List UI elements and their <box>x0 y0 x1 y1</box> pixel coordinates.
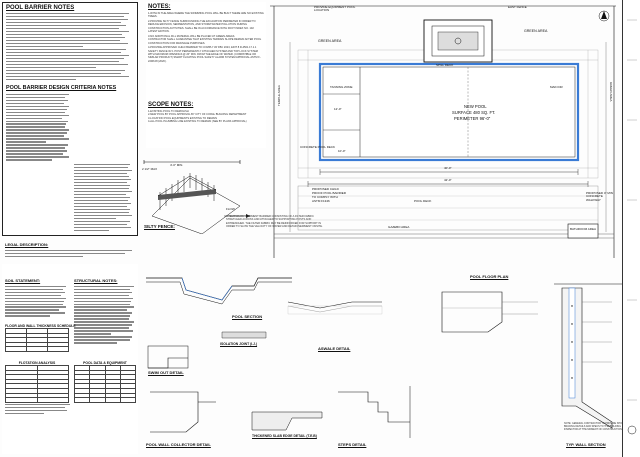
floor-plan-title: POOL FLOOR PLAN <box>470 274 509 279</box>
site-plan: PROVIDE EQUIPMENT POOL LOCATION EAST FEN… <box>268 2 618 260</box>
aswale-title: ASWALE DETAIL <box>318 346 351 351</box>
pool-data-title: POOL DATA & EQUIPMENT <box>83 361 127 365</box>
tanning-zone-label: TANNING ZONE <box>330 85 353 89</box>
green-area-side: GREEN AREA <box>609 82 613 102</box>
structural-text <box>74 284 136 345</box>
east-fence-label: EAST FENCE <box>508 5 527 9</box>
scope-1: 1-EXISTING POOL TO DEMOLISH <box>148 110 189 113</box>
floor-wall-schedule: FLOOR AND WALL THICKNESS SCHEDULE <box>5 324 76 352</box>
silty-dim-label: 4'-0" MIN. <box>170 163 184 167</box>
thickened-title: THICKENED SLAB EDGE DETAIL (T.E.B) <box>252 434 317 438</box>
pool-data-table: POOL DATA & EQUIPMENT <box>73 361 137 403</box>
green-area-right: GREEN AREA <box>524 29 548 33</box>
notes-title: NOTES: <box>148 4 171 10</box>
scope-panel: SCOPE NOTES: 1-EXISTING POOL TO DEMOLISH… <box>146 100 266 148</box>
bathroom-label: BATHROOM AREA <box>570 227 596 231</box>
max-label: 2 1/2" MAX <box>142 167 158 171</box>
notes-panel: NOTES: 1-WITH IN THE AREA WHERE THE SWIM… <box>146 2 266 100</box>
floor-wall-title: FLOOR AND WALL THICKNESS SCHEDULE <box>5 324 76 328</box>
flotation-title: FLOTATION ANALYSIS <box>18 361 56 365</box>
equipment-label: PROVIDE EQUIPMENT POOL LOCATION <box>314 5 356 13</box>
legal-panel: LEGAL DESCRIPTION: <box>2 240 138 262</box>
design-criteria-title: POOL BARRIER DESIGN CRITERIA NOTES <box>6 85 117 92</box>
child-barrier-2: PROOF POOL BARRIER <box>312 191 346 195</box>
silty-fence-label: SILTY FENCE: <box>144 224 175 229</box>
scope-3: 3-LOCATION POOL EQUIPMENTS EXISTING TO R… <box>148 116 217 120</box>
dim-inner: 12'-0" <box>334 107 342 111</box>
design-criteria-text <box>6 92 72 162</box>
dim-top: 40'-0" <box>444 166 452 170</box>
green-area-left: GREEN AREA <box>318 39 342 43</box>
main-drain-label: MAIN DR <box>550 85 563 89</box>
pool-label-1: NEW POOL <box>464 104 487 109</box>
concrete-deck-label: CONCRETE POOL DECK <box>300 145 336 149</box>
collector-title: POOL WALL COLLECTOR DETAIL <box>146 442 211 447</box>
design-criteria-text-2 <box>74 162 134 232</box>
silty-fence-detail: 4'-0" MIN. FLOW 2 1/2" MAX SILTY FENCE: <box>140 156 258 234</box>
barrier-notes-panel: POOL BARRIER NOTES POOL BARRIER DESIGN C… <box>2 2 138 236</box>
details-area: POOL SECTION SWIM OUT DETAIL ISOLATION J… <box>142 262 638 455</box>
gazebo-label: GAZEBO AREA <box>388 225 410 229</box>
soil-text <box>5 284 69 318</box>
dim-bottom: 42'-0" <box>444 178 452 182</box>
child-barrier-3: TO COMPLY WITH <box>312 195 338 199</box>
steps-title: STEPS DETAIL <box>338 442 367 447</box>
scope-title: SCOPE NOTES: <box>148 102 194 108</box>
general-note: NOTE: GENERAL CONTRACTOR TO PROVIDE SHOR… <box>564 422 634 431</box>
flow-label: FLOW <box>226 207 235 211</box>
title-block-strip <box>622 0 640 457</box>
note-2: 2-PROVIDE SILTY FENCE SURROUNDING THE EX… <box>148 20 256 34</box>
flotation-table: FLOTATION ANALYSIS <box>5 361 69 403</box>
note-4: 4-PROVIDE APPROVED CHILD BARRIER TO COMP… <box>148 46 261 63</box>
temple-area-label: TEMPLE AREA <box>277 85 281 106</box>
dim-side: 10'-0" <box>338 149 346 153</box>
walkway-label: PROPOSED 4" MIN CONCRETE WALKWAY <box>586 191 613 202</box>
scope-4: 4-ALL POOL PLUMBING LINE EXISTING TO REM… <box>148 119 247 123</box>
child-barrier-4: ASTM F1346 <box>312 199 330 203</box>
note-3b: CONTRACTOR SHALL GUARANTEE THAT EXISTING… <box>148 38 262 45</box>
note-3: 3-NO ADDITIONAL FILL MATERIAL WILL BE PL… <box>148 34 236 38</box>
swim-out-title: SWIM OUT DETAIL <box>148 370 184 375</box>
barrier-notes-text <box>6 13 134 81</box>
barrier-notes-title: POOL BARRIER NOTES <box>6 5 75 11</box>
soil-title: SOIL STATEMENT: <box>5 278 41 283</box>
legal-title: LEGAL DESCRIPTION: <box>5 242 49 247</box>
pool-label-2: SURFACE 480 SQ. FT. <box>452 110 496 115</box>
child-barrier-1: PROPOSED CHILD <box>312 187 339 191</box>
pool-label-3: PERIMETER 96'-0" <box>454 116 491 121</box>
pool-deck-label: POOL DECK <box>414 199 432 203</box>
pool-section-title: POOL SECTION <box>232 314 263 319</box>
typ-wall-title: TYP. WALL SECTION <box>566 442 606 447</box>
sediment-note: A TEMPORARY SEDIMENT BARRIER CONSISTING … <box>226 215 323 228</box>
spill-deck-label: SPILL DECK <box>436 63 454 67</box>
scope-2: 2-NEW POOL BY POOL APPROVAL BY CITY OF C… <box>148 113 247 117</box>
note-1: 1-WITH IN THE AREA WHERE THE SWIMMING PO… <box>148 12 264 19</box>
isolation-title: ISOLATION JOINT (I.J.) <box>220 342 258 346</box>
structural-title: STRUCTURAL NOTES: <box>74 278 118 283</box>
lower-left-panel: SOIL STATEMENT: STRUCTURAL NOTES: FLOOR … <box>2 264 138 454</box>
